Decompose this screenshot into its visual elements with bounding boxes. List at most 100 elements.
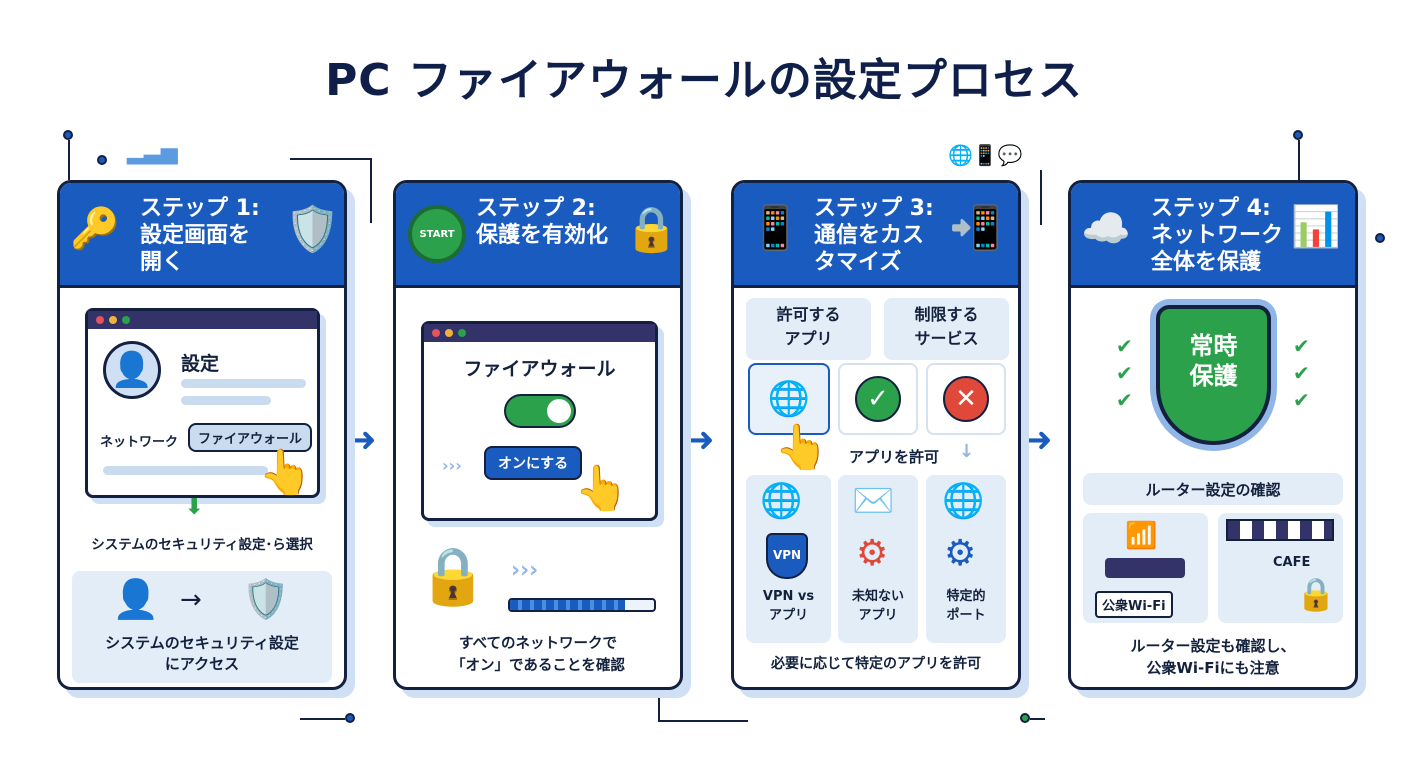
vpn-column: 🌐 VPN VPN vs アプリ — [746, 475, 831, 643]
checklist-left-icon: ✔✔✔ — [1116, 334, 1133, 412]
step-3-header: 📱 ステップ 3: 通信をカス タマイズ 📲 — [734, 183, 1018, 288]
connector-line — [658, 720, 748, 722]
connector-line — [658, 690, 660, 720]
green-shield-icon: 🛡️ — [242, 577, 290, 621]
step-4-header: ☁️ ステップ 4: ネットワーク 全体を保護 📊 — [1071, 183, 1355, 288]
progress-bar — [508, 598, 656, 612]
globe-window-icon: 🌐 — [942, 481, 985, 521]
placeholder-bar — [181, 379, 306, 388]
step-4-card: ☁️ ステップ 4: ネットワーク 全体を保護 📊 ✔✔✔ ✔✔✔ 常時 保護 … — [1068, 180, 1358, 690]
app-icons: 🌐📱💬 — [948, 143, 1023, 167]
pointing-hand-icon: 👆 — [774, 422, 829, 473]
vpn-label: VPN vs アプリ — [762, 589, 815, 623]
down-arrow-icon: ⬇ — [185, 495, 204, 520]
user-avatar: 👤 — [103, 341, 161, 399]
cafe-sign: CAFE — [1273, 555, 1311, 570]
step-3-title: ステップ 3: 通信をカス タマイズ — [814, 196, 934, 275]
chevrons-icon: ››› — [511, 558, 539, 583]
settings-label: 設定 — [181, 353, 220, 375]
firewall-title: ファイアウォール — [463, 358, 616, 380]
flow-arrow-2: ➜ — [686, 420, 715, 460]
down-arrow-icon: ↓ — [959, 441, 975, 462]
key-icon: 🔑 — [70, 206, 120, 252]
browser-chrome-icon: 🌐 — [760, 481, 803, 521]
flow-arrow-3: ➜ — [1024, 420, 1053, 460]
allow-apps-panel: 許可する アプリ — [746, 298, 871, 360]
port-label: 特定的 ポート — [946, 589, 986, 623]
unknown-app-label: 未知ない アプリ — [851, 589, 904, 623]
router-icon — [1105, 558, 1185, 578]
restricted-services-panel: 制限する サービス — [884, 298, 1009, 360]
connector-line — [300, 718, 345, 720]
right-arrow-icon: → — [180, 585, 202, 615]
phone-lock-icon: 📱 — [749, 203, 802, 252]
restricted-services-label: 制限する サービス — [914, 305, 979, 348]
padlock-icon: 🔒 — [1296, 575, 1336, 613]
step-1-card: 🔑 ステップ 1: 設定画面を 開く 🛡️ 👤 設定 ネットワーク ファイアウォ… — [57, 180, 347, 690]
gear-icon: ⚙ — [944, 533, 977, 574]
connector-line — [370, 158, 372, 223]
devices-icon: 📲 — [949, 203, 1002, 252]
signal-icon: ▂▃▅ — [127, 140, 178, 165]
router-check-panel: ルーター設定の確認 — [1083, 473, 1343, 505]
step-3-card: 📱 ステップ 3: 通信をカス タマイズ 📲 許可する アプリ 制限する サービ… — [731, 180, 1021, 690]
cafe-panel: CAFE 🔒 — [1218, 513, 1343, 623]
firewall-toggle[interactable] — [504, 394, 576, 428]
settings-window: 👤 設定 ネットワーク ファイアウォール 👆 — [85, 308, 320, 498]
connector-line — [1030, 718, 1045, 720]
connector-line — [68, 140, 70, 180]
start-button-icon: START — [408, 205, 466, 263]
public-wifi-label: 公衆Wi-Fi — [1095, 591, 1173, 618]
step-2-card: START ステップ 2: 保護を有効化 🔒 ファイアウォール ››› オンにす… — [393, 180, 683, 690]
connector-line — [1298, 140, 1300, 180]
always-protected-text: 常時 保護 — [1189, 332, 1238, 390]
select-caption: システムのセキュリティ設定･ら選択 — [91, 537, 313, 553]
firewall-window: ファイアウォール ››› オンにする 👆 — [421, 321, 658, 521]
checklist-right-icon: ✔✔✔ — [1293, 334, 1310, 412]
block-tile[interactable]: ✕ — [926, 363, 1006, 435]
padlock-icon: 🔒 — [624, 204, 679, 255]
pointing-hand-icon: 👆 — [258, 447, 313, 498]
allow-tile[interactable]: ✓ — [838, 363, 918, 435]
allow-app-label: アプリを許可 — [849, 448, 940, 466]
cafe-awning-icon — [1226, 519, 1334, 541]
check-icon: ✓ — [855, 376, 901, 422]
vpn-shield-icon: VPN — [766, 533, 808, 579]
step-2-caption: すべてのネットワークで 「オン」であることを確認 — [451, 636, 625, 674]
pointing-hand-icon: 👆 — [574, 463, 629, 514]
window-titlebar — [88, 311, 317, 329]
wifi-icon: 📶 — [1125, 521, 1158, 551]
chart-dashboard-icon: 📊 — [1291, 204, 1341, 250]
router-panel: 📶 公衆Wi-Fi — [1083, 513, 1208, 623]
step-2-title: ステップ 2: 保護を有効化 — [476, 196, 609, 248]
node-dot — [345, 713, 355, 723]
user-icon: 👤 — [112, 577, 160, 621]
access-caption: システムのセキュリティ設定 にアクセス — [105, 634, 299, 673]
connector-line — [1040, 170, 1042, 225]
network-label: ネットワーク — [100, 435, 179, 450]
allow-apps-label: 許可する アプリ — [776, 305, 841, 348]
unknown-app-column: ✉️ ⚙ 未知ない アプリ — [838, 475, 918, 643]
placeholder-bar — [181, 396, 271, 405]
gear-tools-icon: ⚙ — [856, 533, 889, 574]
placeholder-bar — [103, 466, 268, 475]
port-column: 🌐 ⚙ 特定的 ポート — [926, 475, 1006, 643]
step-1-title: ステップ 1: 設定画面を 開く — [140, 196, 260, 275]
cloud-download-icon: ☁️ — [1081, 206, 1131, 252]
large-padlock-icon: 🔒 — [418, 544, 488, 609]
node-dot — [1375, 233, 1385, 243]
chrome-icon: 🌐 — [767, 379, 811, 419]
step-2-header: START ステップ 2: 保護を有効化 🔒 — [396, 183, 680, 288]
always-protected-shield: 常時 保護 — [1156, 305, 1271, 445]
mail-icon: ✉️ — [852, 481, 895, 521]
page-title: PC ファイアウォールの設定プロセス — [325, 55, 1083, 106]
window-titlebar — [424, 324, 655, 342]
step-1-header: 🔑 ステップ 1: 設定画面を 開く 🛡️ — [60, 183, 344, 288]
node-dot — [1020, 713, 1030, 723]
step-3-caption: 必要に応じて特定のアプリを許可 — [771, 656, 981, 672]
node-dot — [1293, 130, 1303, 140]
firewall-button[interactable]: ファイアウォール — [188, 423, 313, 452]
shield-check-icon: 🛡️ — [285, 204, 340, 255]
turn-on-button[interactable]: オンにする — [484, 446, 583, 480]
chrome-app-tile[interactable]: 🌐 — [748, 363, 830, 435]
